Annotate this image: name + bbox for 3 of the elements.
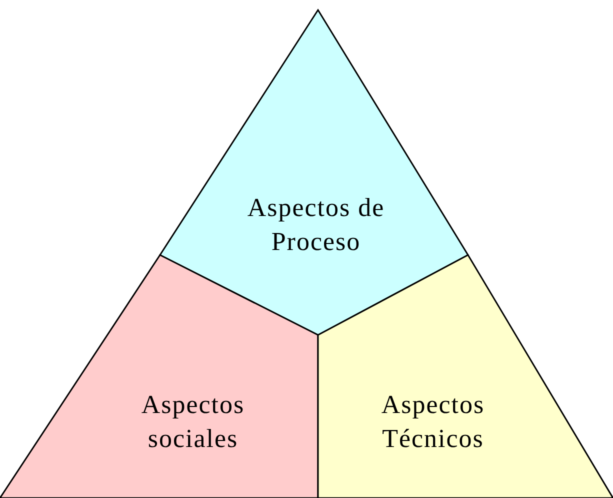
segment-label: Aspectos sociales bbox=[140, 389, 246, 455]
segment-label: Aspectos Técnicos bbox=[380, 389, 486, 455]
segment-label: Aspectos de Proceso bbox=[246, 192, 386, 258]
